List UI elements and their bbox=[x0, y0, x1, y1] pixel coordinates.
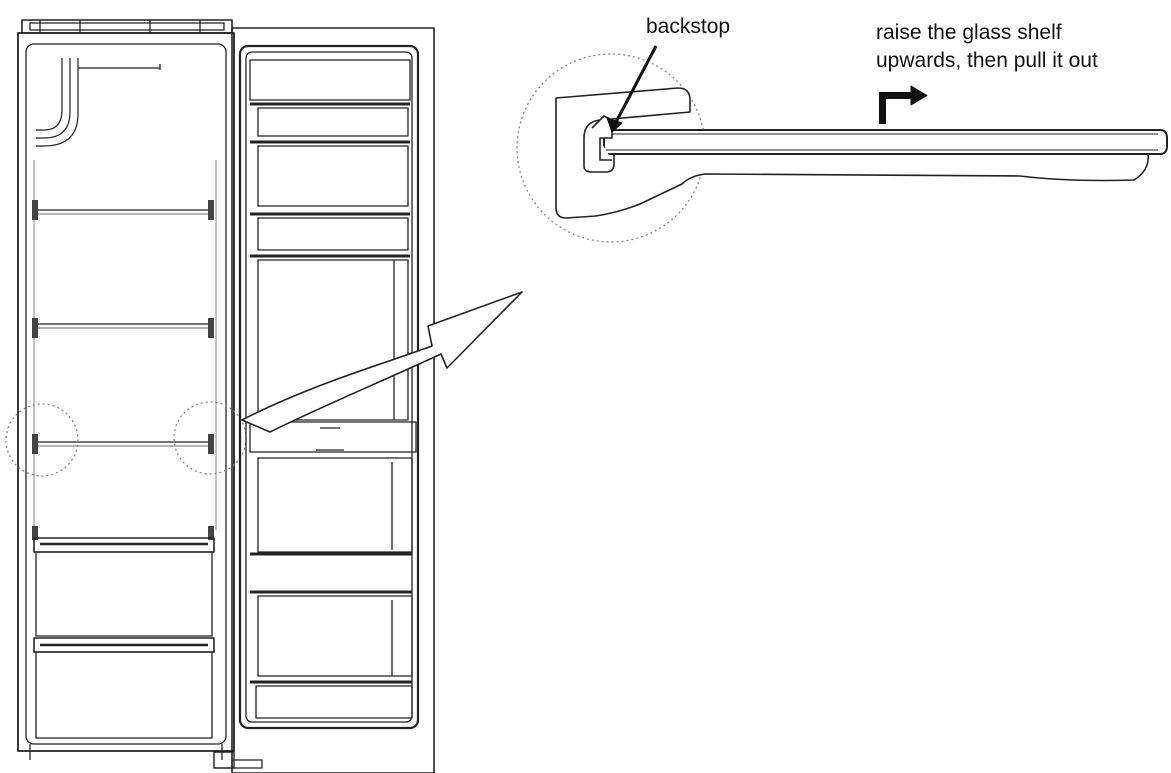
shelf-support-brackets bbox=[32, 200, 214, 540]
glass-shelves bbox=[34, 209, 214, 447]
instruction-line-2: upwards, then pull it out bbox=[876, 49, 1098, 72]
up-then-right-arrow-icon bbox=[879, 85, 928, 124]
backstop-pointer-arrow bbox=[606, 45, 658, 133]
shelf-support-profile bbox=[555, 87, 1150, 219]
glass-shelf-profile bbox=[591, 115, 1168, 161]
crisper-drawers bbox=[33, 537, 215, 739]
instruction-line-1: raise the glass shelf bbox=[876, 21, 1062, 44]
refrigerator-cabinet bbox=[17, 19, 235, 760]
curved-callout-arrow-icon bbox=[241, 291, 523, 433]
refrigerator-door bbox=[213, 27, 435, 773]
backstop-label: backstop bbox=[646, 15, 731, 38]
